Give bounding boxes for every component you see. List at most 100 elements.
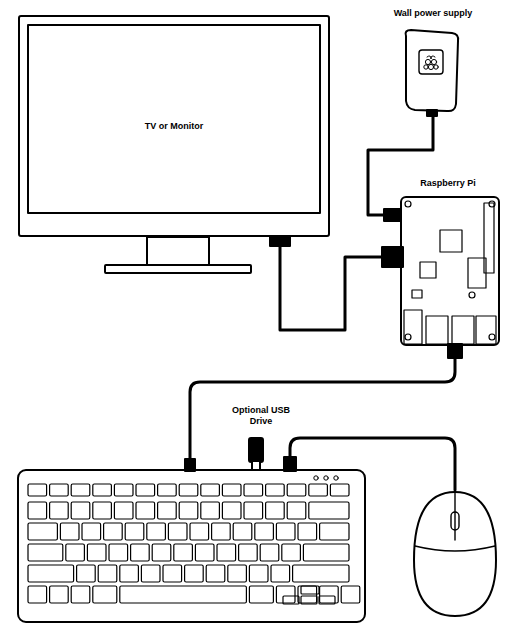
key: [330, 484, 349, 496]
key: [320, 586, 339, 603]
led: [334, 476, 338, 480]
key: [222, 502, 241, 519]
key: [131, 544, 150, 561]
monitor-node: TV or Monitor: [18, 15, 330, 237]
cable: [280, 237, 393, 330]
monitor-base: [105, 265, 251, 273]
key: [28, 502, 47, 519]
mouse-plug: [284, 457, 296, 471]
key: [301, 596, 317, 604]
key: [93, 502, 112, 519]
key: [206, 565, 225, 582]
raspberry-pi-node: Raspberry Pi: [393, 178, 503, 348]
key-grid: [28, 484, 360, 604]
key: [120, 586, 247, 603]
key: [249, 586, 273, 603]
key: [320, 523, 349, 540]
usb-drive-tip: [252, 461, 260, 470]
key: [163, 565, 182, 582]
usb-drive: [249, 438, 263, 462]
key: [244, 484, 263, 496]
key: [293, 565, 349, 582]
key: [141, 565, 160, 582]
key: [174, 544, 193, 561]
key: [309, 484, 328, 496]
pi-components: [404, 201, 496, 344]
key: [28, 544, 63, 561]
key: [228, 565, 247, 582]
mouse-buttons: [415, 492, 495, 551]
key: [287, 502, 306, 519]
key: [28, 523, 57, 540]
key: [66, 544, 85, 561]
monitor-neck: [147, 237, 209, 265]
key: [147, 523, 166, 540]
key: [298, 523, 317, 540]
key: [152, 544, 171, 561]
key: [136, 484, 155, 496]
key: [158, 484, 177, 496]
key: [271, 565, 290, 582]
key: [114, 502, 133, 519]
key: [98, 565, 117, 582]
key: [28, 565, 74, 582]
key: [276, 586, 295, 603]
key: [125, 523, 144, 540]
key: [201, 484, 220, 496]
key: [222, 484, 241, 496]
keyboard-plug: [185, 459, 195, 471]
keyboard-cable: [190, 358, 455, 460]
key: [282, 544, 301, 561]
usb-plug: [448, 344, 462, 358]
key: [195, 544, 214, 561]
power-brick: [406, 30, 459, 111]
logo-frame: [419, 50, 443, 74]
key: [28, 586, 47, 603]
key: [82, 523, 101, 540]
key: [109, 544, 128, 561]
pi-board: [401, 197, 499, 345]
key: [77, 565, 96, 582]
key: [309, 502, 349, 519]
key: [303, 544, 349, 561]
node-label: Wall power supply: [394, 8, 473, 19]
key: [93, 586, 117, 603]
key: [104, 523, 123, 540]
key: [266, 484, 285, 496]
key: [185, 565, 204, 582]
key: [190, 523, 209, 540]
monitor-screen: [28, 25, 320, 213]
key: [179, 484, 198, 496]
key: [217, 544, 236, 561]
key: [179, 502, 198, 519]
node-label: Optional USB Drive: [231, 405, 291, 427]
key: [87, 544, 106, 561]
key: [93, 484, 112, 496]
key: [201, 502, 220, 519]
key: [158, 502, 177, 519]
key: [168, 523, 187, 540]
key: [136, 502, 155, 519]
key: [71, 586, 90, 603]
key: [287, 484, 306, 496]
key: [301, 586, 319, 594]
keyboard: [18, 470, 365, 622]
key: [212, 523, 231, 540]
node-label: TV or Monitor: [145, 121, 204, 132]
key: [233, 523, 252, 540]
key: [71, 502, 90, 519]
key: [244, 502, 263, 519]
key: [239, 544, 258, 561]
power-supply-node: Wall power supply: [390, 8, 477, 114]
led: [314, 476, 318, 480]
node-label: Raspberry Pi: [420, 178, 476, 189]
key: [50, 586, 69, 603]
mouse: [414, 492, 496, 616]
led: [324, 476, 328, 480]
key: [71, 484, 90, 496]
key: [266, 502, 285, 519]
key: [28, 484, 47, 496]
key: [120, 565, 139, 582]
